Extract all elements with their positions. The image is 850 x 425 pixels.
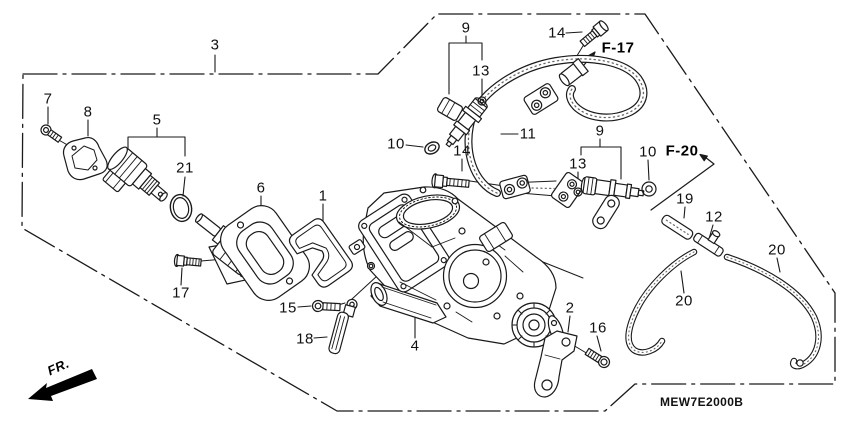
screw-15 xyxy=(311,299,341,313)
callout-5: 5 xyxy=(152,111,162,129)
callout-20: 20 xyxy=(675,292,693,310)
sensor-assy xyxy=(102,146,168,202)
bolt-17 xyxy=(173,253,202,268)
bolt-14-top xyxy=(579,20,609,48)
callout-13: 13 xyxy=(472,62,490,80)
cover-plate xyxy=(220,205,310,301)
fr-arrow xyxy=(28,369,97,401)
callout-20: 20 xyxy=(768,241,786,259)
fuel-hose-11 xyxy=(464,54,648,197)
callout-4: 4 xyxy=(410,337,420,355)
hose-20-left xyxy=(625,248,698,356)
throttle-body xyxy=(348,186,565,348)
bolt-14-left xyxy=(431,173,470,189)
callout-1: 1 xyxy=(318,187,328,205)
hose-20-right xyxy=(723,253,822,370)
callout-11: 11 xyxy=(519,125,537,143)
callout-13: 13 xyxy=(569,155,587,173)
ref-label-f-17: F-17 xyxy=(601,39,635,57)
callout-17: 17 xyxy=(172,284,190,302)
ref-arrow-f20 xyxy=(650,153,715,211)
injector-left xyxy=(436,97,488,148)
tube-19 xyxy=(661,214,694,240)
injector-right xyxy=(580,176,645,200)
t-joint-12 xyxy=(693,230,724,257)
clip-mount-bolt xyxy=(366,261,376,271)
callout-6: 6 xyxy=(256,179,266,197)
callout-16: 16 xyxy=(589,319,607,337)
callout-15: 15 xyxy=(279,299,297,317)
callout-19: 19 xyxy=(676,190,694,208)
o-ring-13-left xyxy=(477,96,487,106)
callout-10: 10 xyxy=(639,143,657,161)
callout-18: 18 xyxy=(296,330,314,348)
seal-ring-10-left xyxy=(424,141,440,155)
callout-2: 2 xyxy=(565,299,575,317)
injector-bracket xyxy=(592,194,620,230)
callout-14: 14 xyxy=(453,142,471,160)
bracket-plate-8 xyxy=(62,136,108,181)
fuel-pipe-lower xyxy=(499,171,586,209)
callout-9: 9 xyxy=(461,19,471,37)
o-ring-13-right xyxy=(573,187,583,197)
callout-9: 9 xyxy=(595,122,605,140)
bolt-16 xyxy=(584,347,611,369)
seal-ring-10-right xyxy=(641,181,657,197)
callout-10: 10 xyxy=(387,135,405,153)
callout-14: 14 xyxy=(548,24,566,42)
callout-12: 12 xyxy=(705,208,723,226)
bracket-2 xyxy=(533,330,578,398)
ref-label-f-20: F-20 xyxy=(665,142,699,160)
gasket xyxy=(288,218,353,288)
harness-clip-18 xyxy=(328,298,358,355)
screw-7 xyxy=(40,124,63,143)
callout-21: 21 xyxy=(176,159,194,177)
callout-7: 7 xyxy=(43,90,53,108)
o-ring-21 xyxy=(169,193,193,223)
callout-8: 8 xyxy=(83,103,93,121)
callout-3: 3 xyxy=(210,36,220,54)
diagram-code: MEW7E2000B xyxy=(660,395,744,409)
leader-lines xyxy=(47,31,781,352)
diagram-boundary xyxy=(21,13,836,412)
